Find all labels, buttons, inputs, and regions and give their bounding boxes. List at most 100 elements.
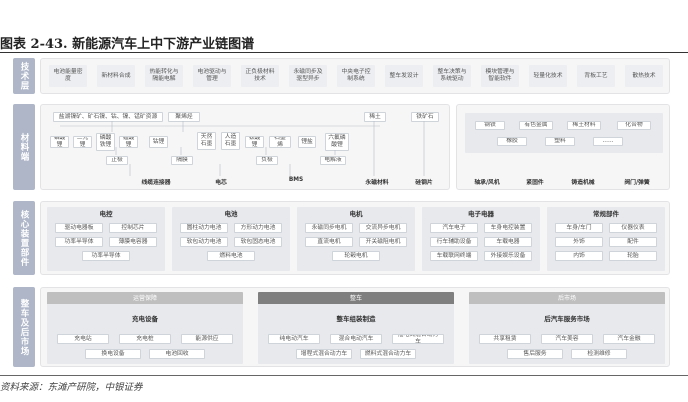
core-item: 行车辅助设备 xyxy=(430,237,478,247)
polyolefin-box: 聚烯烃 xyxy=(168,112,200,122)
vehicle-category-subtitle: 后汽车服务市场 xyxy=(544,315,590,323)
vehicle-item: 能源供应 xyxy=(181,334,233,344)
title-divider xyxy=(0,52,688,53)
tech-item: 轻量化技术 xyxy=(529,65,567,87)
core-item: 驱动电器板 xyxy=(55,223,103,233)
core-item: 外接娱乐设备 xyxy=(484,251,532,261)
vehicle-category-oem: 整车整车组装制造纯电动汽车混合电动汽车插电式混合动力车增程式混合动力车燃料式混合… xyxy=(258,292,454,364)
tech-item: 电池能量密度 xyxy=(49,65,87,87)
source-divider xyxy=(0,375,688,376)
core-item: 交流异步电机 xyxy=(359,223,407,233)
raw-box-4: 钴锂 xyxy=(149,136,168,148)
graphite-box-2: 钛酸锂 xyxy=(245,136,264,148)
core-item: 永磁同步电机 xyxy=(305,223,353,233)
wire-label: 线缆连接器 xyxy=(141,180,171,186)
vehicle-category-after: 后市场后汽车服务市场共享租赁汽车美容汽车金融售后服务检测维修 xyxy=(469,292,665,364)
core-category-electronic: 电控驱动电器板控制芯片功率半导体薄膜电容器功率半导体 xyxy=(47,207,165,271)
right-out-2: 铸造机械 xyxy=(571,180,595,186)
right-top-3: 化合物 xyxy=(617,121,651,130)
core-item: 配件 xyxy=(609,237,657,247)
vehicle-item: 充电站 xyxy=(57,334,109,344)
right-top-2: 稀土材料 xyxy=(567,121,601,130)
core-item: 软包固态电池 xyxy=(234,237,282,247)
row-label-vehicle: 整车及后市场 xyxy=(13,287,35,367)
core-item: 轮毂电机 xyxy=(332,251,380,261)
core-panel: 电控驱动电器板控制芯片功率半导体薄膜电容器功率半导体电池圆柱动力电池方形动力电池… xyxy=(40,201,670,275)
vehicle-item: 纯电动汽车 xyxy=(268,334,320,344)
core-category-title: 电机 xyxy=(349,210,363,218)
row-label-tech: 技术层 xyxy=(13,58,35,94)
core-item: 内饰 xyxy=(555,251,603,261)
right-top-1: 有色金属 xyxy=(519,121,553,130)
vehicle-item: 换电设备 xyxy=(85,349,141,359)
core-item: 轮胎 xyxy=(609,251,657,261)
right-out-3: 阀门/弹簧 xyxy=(624,180,650,186)
vehicle-item: 汽车金融 xyxy=(603,334,655,344)
core-category-motor: 电机永磁同步电机交流异步电机直流电机开关磁阻电机轮毂电机 xyxy=(297,207,415,271)
core-item: 车载联网终端 xyxy=(430,251,478,261)
core-item: 车身/车门 xyxy=(555,223,603,233)
tech-item: 热能转化与隔能电解 xyxy=(145,65,183,87)
vehicle-item: 汽车美容 xyxy=(541,334,593,344)
vehicle-item: 混合电动汽车 xyxy=(330,334,382,344)
core-item: 开关磁阻电机 xyxy=(359,237,407,247)
core-item: 外饰 xyxy=(555,237,603,247)
tech-item: 中央电子控制系统 xyxy=(337,65,375,87)
tech-item: 正负极材料技术 xyxy=(241,65,279,87)
core-category-title: 电池 xyxy=(224,210,238,218)
tech-panel: 电池能量密度新材料合成热能转化与隔能电解电池驱动与管理正负极材料技术永磁同步及驱… xyxy=(40,58,670,94)
vehicle-category-header: 后市场 xyxy=(469,292,665,304)
core-item: 仪器仪表 xyxy=(609,223,657,233)
lithium6-box: 六氟磷酸锂 xyxy=(325,133,349,151)
tech-item: 新材料合成 xyxy=(97,65,135,87)
core-item: 方形动力电池 xyxy=(234,223,282,233)
raw-box-2: 磷酸铁锂 xyxy=(96,133,115,151)
tech-item: 整车决策与系统驱动 xyxy=(433,65,471,87)
core-item: 功率半导体 xyxy=(82,251,130,261)
right-mid-0: 橡胶 xyxy=(497,137,527,146)
vehicle-item: 检测维修 xyxy=(571,349,627,359)
tech-item: 散热技术 xyxy=(625,65,663,87)
iron-box: 铁矿石 xyxy=(411,112,439,122)
raw-box-1: 三元锂 xyxy=(73,136,92,148)
core-category-battery: 电池圆柱动力电池方形动力电池软包动力电池软包固态电池燃料电池 xyxy=(172,207,290,271)
raw-box-0: 钴酸锂 xyxy=(50,136,69,148)
vehicle-category-header: 整车 xyxy=(258,292,454,304)
vehicle-category-subtitle: 充电设备 xyxy=(132,315,158,323)
vehicle-item: 插电式混合动力车 xyxy=(392,334,444,344)
right-out-0: 轴承/风机 xyxy=(474,180,500,186)
tech-item: 背板工艺 xyxy=(577,65,615,87)
vehicle-item: 增程式混合动力车 xyxy=(296,349,352,359)
right-mid-2: ...... xyxy=(593,137,623,146)
vehicle-item: 共享租赁 xyxy=(479,334,531,344)
vehicle-category-subtitle: 整车组装制造 xyxy=(336,315,376,323)
lithium-box: 锂盐 xyxy=(298,136,316,148)
vehicle-category-header: 运营保障 xyxy=(47,292,243,304)
tech-item: 整车发设计 xyxy=(385,65,423,87)
right-top-0: 钢铁 xyxy=(475,121,505,130)
core-item: 圆柱动力电池 xyxy=(180,223,228,233)
vehicle-category-charging: 运营保障充电设备充电站充电桩能源供应换电设备电池回收 xyxy=(47,292,243,364)
cell-label: 电芯 xyxy=(215,180,227,186)
core-item: 控制芯片 xyxy=(109,223,157,233)
core-item: 车载电器 xyxy=(484,237,532,247)
graphite-box-1: 人造石墨 xyxy=(221,132,240,150)
vehicle-item: 燃料式混合动力车 xyxy=(360,349,416,359)
ore-box: 盐湖镍矿、矿石镍、钴、镍、锰矿资源 xyxy=(53,112,163,122)
right-out-1: 紧固件 xyxy=(526,180,544,186)
core-item: 软包动力电池 xyxy=(180,237,228,247)
core-category-title: 电控 xyxy=(99,210,113,218)
core-item: 薄膜电容器 xyxy=(109,237,157,247)
core-category-parts: 常规部件车身/车门仪器仪表外饰配件内饰轮胎 xyxy=(547,207,665,271)
core-category-electrical: 电子电器汽车电子车身电控装置行车辅助设备车载电器车载联网终端外接娱乐设备 xyxy=(422,207,540,271)
graphite-box-3: 石墨烯 xyxy=(269,136,291,148)
tech-item: 永磁同步及驱型异步 xyxy=(289,65,327,87)
anode-box: 负极 xyxy=(256,156,278,165)
core-item: 燃料电池 xyxy=(207,251,255,261)
raw-box-3: 锰酸锂 xyxy=(119,136,138,148)
row-label-material: 材料端 xyxy=(13,104,35,190)
page-title: 图表 2-43. 新能源汽车上中下游产业链图谱 xyxy=(0,37,255,52)
magnet-label: 永磁材料 xyxy=(365,180,389,186)
right-mid-1: 塑料 xyxy=(545,137,575,146)
cathode-box: 正极 xyxy=(106,156,128,165)
